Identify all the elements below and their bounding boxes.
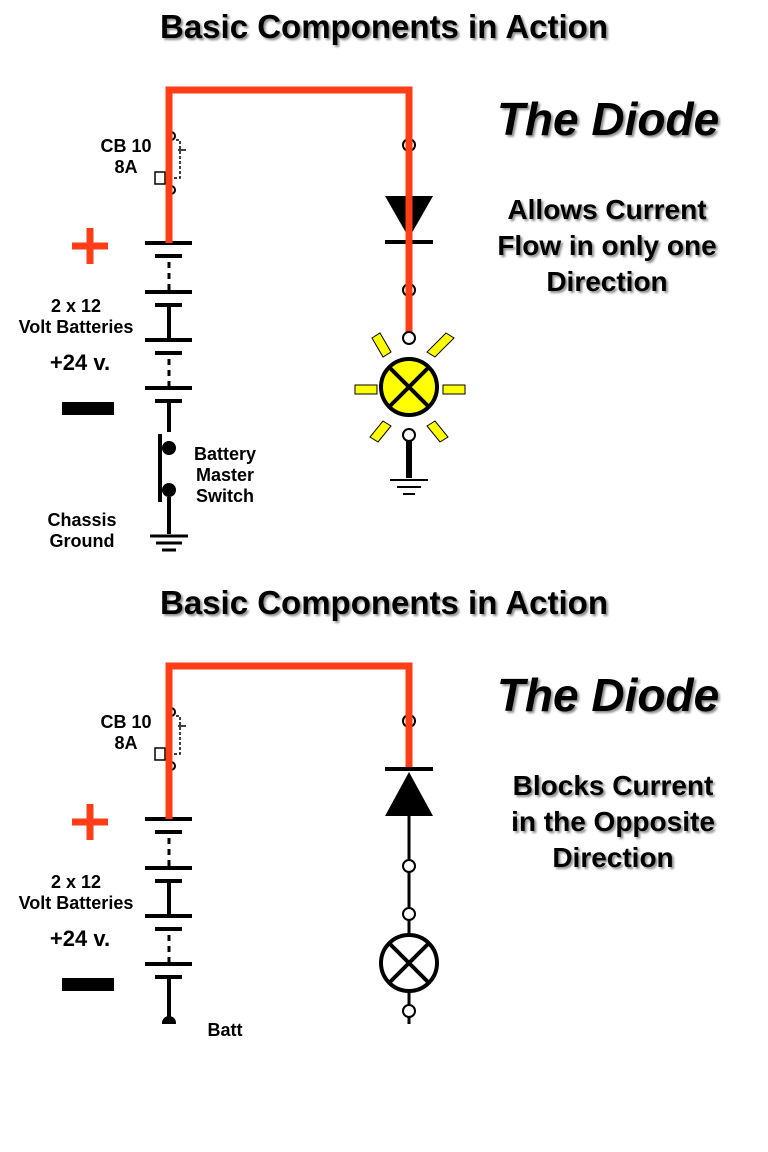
ground-icon	[150, 534, 188, 552]
minus-icon	[62, 978, 114, 991]
breaker-label-line: 8A	[114, 157, 138, 177]
description-line: Allows Current	[507, 194, 707, 225]
switch-label-line: Master	[195, 465, 255, 485]
terminal-node	[402, 859, 416, 873]
circuit-diagram	[62, 662, 439, 1024]
description: Allows Current Flow in only one Directio…	[480, 192, 734, 300]
breaker-label-line: CB 10	[100, 136, 152, 156]
plus-icon	[72, 228, 108, 264]
terminal-node	[402, 331, 416, 345]
battery-master-switch	[158, 434, 176, 534]
battery-label-line: 2 x 12	[50, 872, 102, 892]
circuit-diagram	[62, 86, 466, 552]
ground-icon	[390, 479, 428, 495]
slide-forward-bias: Basic Components in Action The Diode All…	[8, 8, 734, 552]
ground-label: Chassis Ground	[34, 510, 130, 552]
breaker-label-line: 8A	[114, 733, 138, 753]
description-line: Direction	[546, 266, 668, 297]
lamp-off-icon	[379, 933, 439, 993]
breaker-label: CB 10 8A	[96, 712, 156, 754]
breaker-label: CB 10 8A	[96, 136, 156, 178]
ground-label-line: Ground	[49, 531, 115, 551]
description-line: in the Opposite	[511, 806, 715, 837]
diode-reversed-icon	[385, 767, 433, 816]
description-line: Direction	[552, 842, 674, 873]
slide-heading: Basic Components in Action	[160, 8, 608, 45]
battery-label-line: Volt Batteries	[18, 893, 134, 913]
ground-label-line: Chassis	[47, 510, 117, 530]
switch-label: Battery Master Switch	[188, 444, 262, 507]
slide-reverse-bias: Basic Components in Action The Diode Blo…	[0, 576, 768, 1152]
plus-icon	[72, 804, 108, 840]
description-line: Flow in only one	[497, 230, 717, 261]
current-path	[165, 86, 413, 336]
battery-label-line: Volt Batteries	[18, 317, 134, 337]
battery-label: 2 x 12 Volt Batteries	[8, 296, 144, 338]
minus-icon	[62, 402, 114, 415]
battery-label-line: 2 x 12	[50, 296, 102, 316]
voltage-label: +24 v.	[49, 926, 111, 951]
description-line: Blocks Current	[512, 770, 714, 801]
battery-label: 2 x 12 Volt Batteries	[8, 872, 144, 914]
switch-contact	[162, 1016, 176, 1024]
battery-stack	[145, 241, 192, 432]
slide-subtitle: The Diode	[496, 669, 720, 721]
voltage-label: +24 v.	[49, 350, 111, 375]
slide-subtitle: The Diode	[496, 93, 720, 145]
description: Blocks Current in the Opposite Direction	[486, 768, 740, 876]
slide-heading: Basic Components in Action	[160, 584, 608, 621]
lamp-lit-icon	[354, 332, 466, 443]
terminal-node	[402, 907, 416, 921]
switch-label-line: Switch	[195, 486, 254, 506]
terminal-node	[402, 1004, 416, 1018]
switch-label-line: Battery	[193, 444, 257, 464]
battery-stack	[145, 817, 192, 1024]
switch-label: Batt	[188, 1020, 262, 1041]
breaker-label-line: CB 10	[100, 712, 152, 732]
switch-label-line: Batt	[207, 1020, 243, 1040]
current-path	[165, 662, 413, 819]
terminal-node	[402, 428, 416, 442]
